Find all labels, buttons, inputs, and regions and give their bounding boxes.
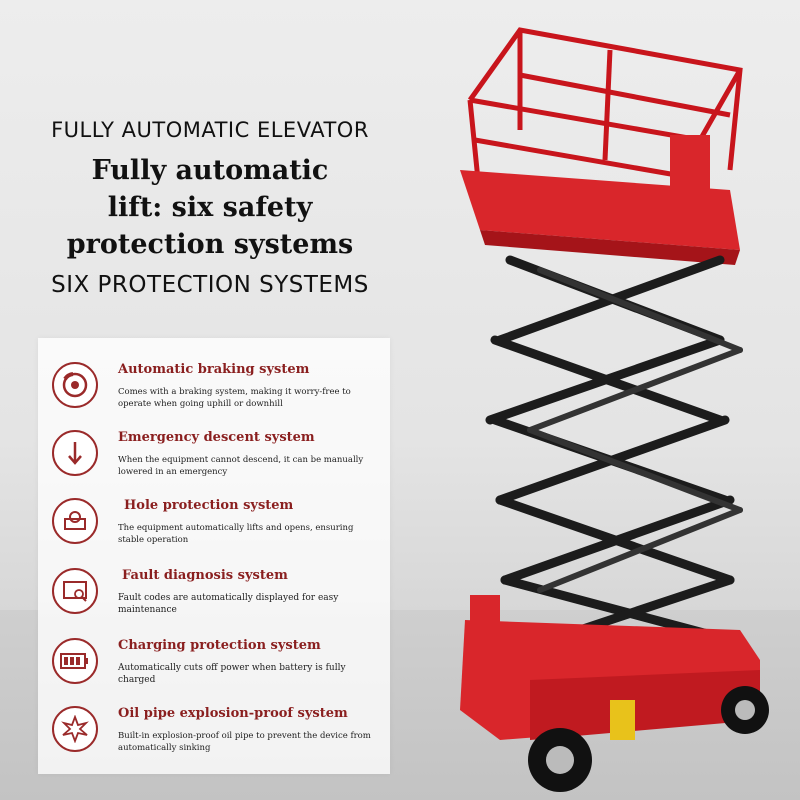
- feature-emergency-descent: Emergency descent system When the equipm…: [52, 430, 382, 500]
- feature-title: Hole protection system: [124, 498, 294, 513]
- feature-desc: Built-in explosion-proof oil pipe to pre…: [118, 731, 371, 753]
- brake-disc-icon: [52, 362, 98, 408]
- headline-subtitle: Fully automatic lift: six safety protect…: [0, 152, 420, 263]
- hole-protection-icon: [52, 498, 98, 544]
- feature-desc: Comes with a braking system, making it w…: [118, 387, 351, 409]
- headline-tagline: SIX PROTECTION SYSTEMS: [51, 272, 369, 298]
- scissor-lift-image: [460, 27, 769, 792]
- headline-line-1: Fully automatic: [91, 155, 329, 186]
- headline-title: FULLY AUTOMATIC ELEVATOR: [51, 118, 369, 142]
- feature-title: Charging protection system: [118, 638, 321, 653]
- explosion-proof-icon: [52, 706, 98, 752]
- headline-line-2: lift: six safety: [107, 192, 313, 223]
- feature-desc: Automatically cuts off power when batter…: [118, 663, 346, 685]
- feature-desc: Fault codes are automatically displayed …: [118, 593, 339, 615]
- headline-line-3: protection systems: [66, 229, 354, 260]
- feature-charging-protection: Charging protection system Automatically…: [52, 638, 382, 708]
- battery-icon: [52, 638, 98, 684]
- feature-title: Emergency descent system: [118, 430, 315, 445]
- feature-desc: When the equipment cannot descend, it ca…: [118, 455, 364, 477]
- feature-desc: The equipment automatically lifts and op…: [118, 523, 354, 545]
- feature-oil-pipe-explosion-proof: Oil pipe explosion-proof system Built-in…: [52, 706, 382, 776]
- down-arrow-icon: [52, 430, 98, 476]
- features-panel: [38, 338, 390, 774]
- feature-title: Oil pipe explosion-proof system: [118, 706, 348, 721]
- feature-braking: Automatic braking system Comes with a br…: [52, 362, 382, 432]
- diagnosis-screen-icon: [52, 568, 98, 614]
- feature-hole-protection: Hole protection system The equipment aut…: [52, 498, 382, 568]
- feature-title: Automatic braking system: [118, 362, 310, 377]
- feature-title: Fault diagnosis system: [122, 568, 288, 583]
- feature-fault-diagnosis: Fault diagnosis system Fault codes are a…: [52, 568, 382, 638]
